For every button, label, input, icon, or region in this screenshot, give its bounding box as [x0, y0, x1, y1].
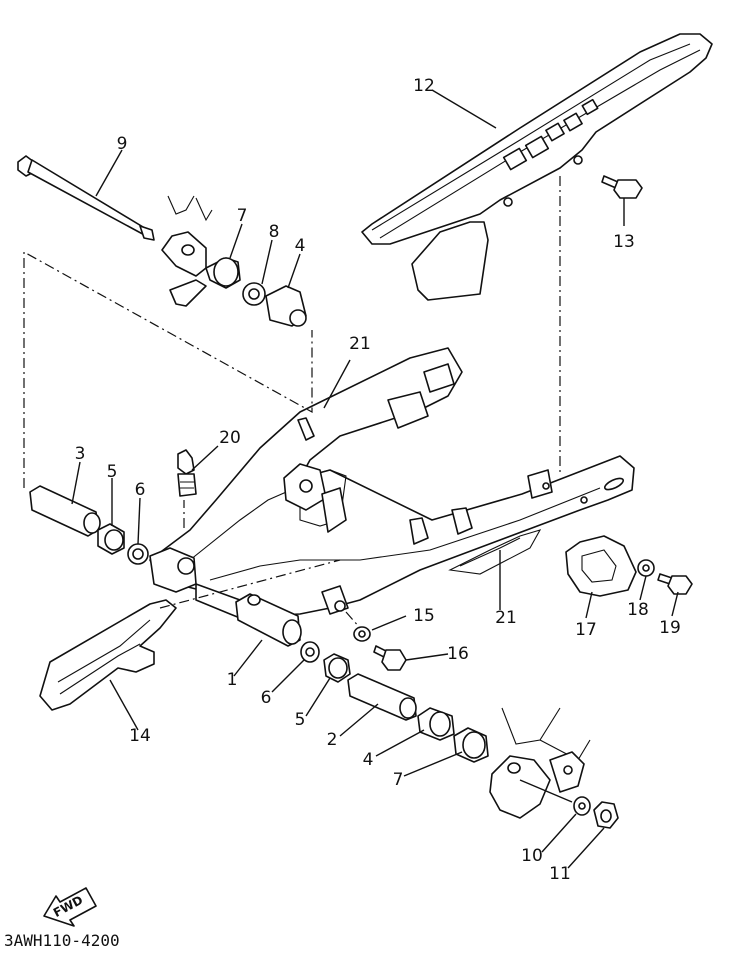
chain-guide-14-part: [39, 599, 177, 711]
callout-8: 8: [269, 222, 280, 242]
seal-6-left-part: [127, 543, 149, 565]
callout-6: 6: [261, 688, 272, 708]
seal-5-lower-part: [323, 653, 351, 683]
callout-10: 10: [521, 846, 543, 866]
grease-nipple-20-part: [177, 449, 197, 497]
callout-16: 16: [447, 644, 469, 664]
callout-15: 15: [413, 606, 435, 626]
callout-19: 19: [659, 618, 681, 638]
callout-5: 5: [107, 462, 118, 482]
callout-11: 11: [549, 864, 571, 884]
washer-18-part: [637, 559, 655, 577]
callout-7: 7: [237, 206, 248, 226]
bolt-19-part: [657, 573, 693, 595]
pivot-bolt-9-part: [17, 155, 155, 241]
leader-lines: [71, 89, 679, 869]
frame-bracket-upper-part: [161, 195, 307, 327]
bushing-4-lower-part: [417, 707, 455, 741]
frame-bracket-lower-part: [489, 707, 591, 819]
callout-13: 13: [613, 232, 635, 252]
callout-21: 21: [349, 334, 371, 354]
bolt-13-part: [601, 175, 643, 212]
callout-17: 17: [575, 620, 597, 640]
seal-5-left-part: [97, 523, 125, 555]
callout-14: 14: [129, 726, 151, 746]
callout-5: 5: [295, 710, 306, 730]
callout-3: 3: [75, 444, 86, 464]
callout-7: 7: [393, 770, 404, 790]
collar-2-part: [347, 673, 417, 721]
alignment-lines: [23, 176, 561, 629]
washer-15-part: [353, 626, 371, 642]
callout-labels: 12 9 7 8 4 13 21 20 3 5 6 15 21 17 18 19…: [75, 76, 681, 884]
callout-20: 20: [219, 428, 241, 448]
washer-10-part: [573, 796, 591, 816]
bolt-16-part: [373, 645, 407, 671]
callout-1: 1: [227, 670, 238, 690]
pivot-shaft-1-part: [235, 593, 302, 647]
drawing-code: 3AWH110-4200: [4, 931, 120, 950]
callout-18: 18: [627, 600, 649, 620]
callout-6: 6: [135, 480, 146, 500]
plate-17-part: [565, 535, 637, 597]
swingarm-part: [149, 347, 635, 623]
collar-7-lower-part: [453, 727, 489, 763]
seal-6-lower-part: [300, 641, 320, 663]
nut-11-part: [593, 801, 619, 829]
callout-2: 2: [327, 730, 338, 750]
callout-4: 4: [363, 750, 374, 770]
callout-9: 9: [117, 134, 128, 154]
callout-12: 12: [413, 76, 435, 96]
chain-case-part: [361, 33, 713, 301]
callout-21: 21: [495, 608, 517, 628]
forward-direction-arrow: FWD: [43, 887, 97, 927]
callout-4: 4: [295, 236, 306, 256]
collar-3-part: [29, 485, 101, 537]
